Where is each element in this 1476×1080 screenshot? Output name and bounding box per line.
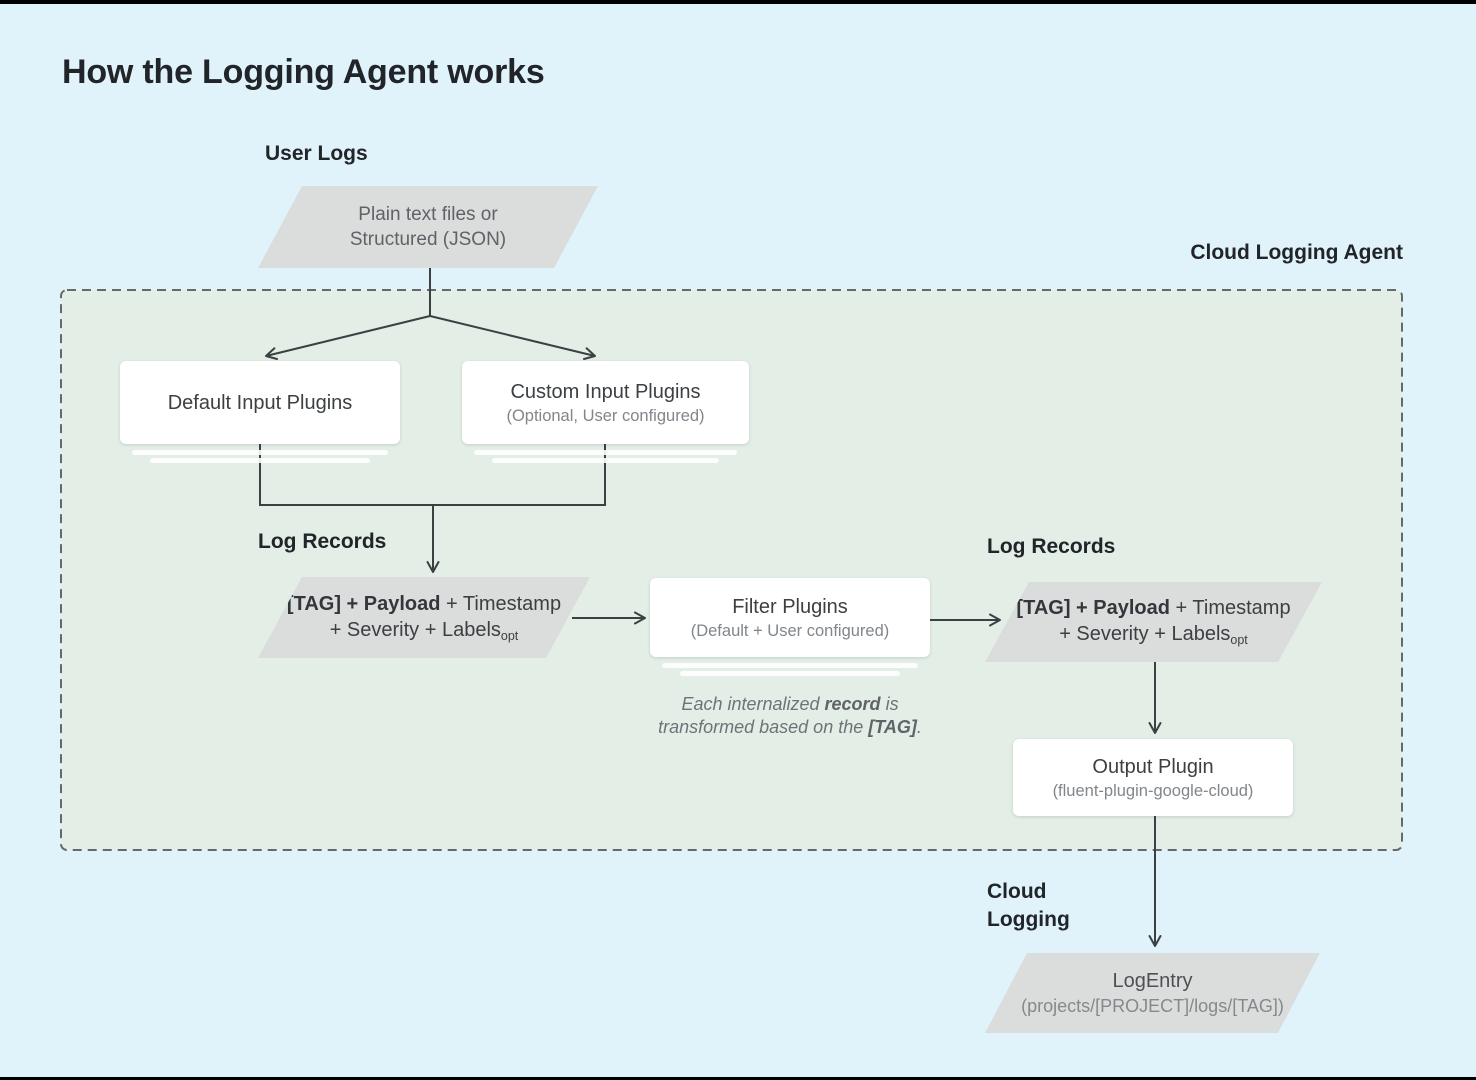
default-input-plugins-card: Default Input Plugins <box>120 361 400 444</box>
page-title: How the Logging Agent works <box>62 53 545 91</box>
cloud-logging-agent-label: Cloud Logging Agent <box>1190 241 1403 264</box>
custom-input-plugins-subtitle: (Optional, User configured) <box>506 406 705 425</box>
log-record-right-line2: + Severity + Labels <box>1059 623 1231 645</box>
bottom-border-bar <box>0 1077 1476 1080</box>
output-plugin-subtitle: (fluent-plugin-google-cloud) <box>1052 781 1254 800</box>
log-record-shape-right: [TAG] + Payload + Timestamp + Severity +… <box>985 582 1322 662</box>
custom-input-stack-layer-2 <box>492 458 719 463</box>
log-records-right-label: Log Records <box>987 535 1116 558</box>
log-record-left-subscript: opt <box>500 628 519 643</box>
filter-plugins-title: Filter Plugins <box>732 595 848 618</box>
filter-plugins-card: Filter Plugins (Default + User configure… <box>650 578 930 657</box>
log-entry-subtitle: (projects/[PROJECT]/logs/[TAG]) <box>1021 996 1284 1016</box>
note-pre: Each internalized <box>681 694 825 714</box>
log-record-left-bold: [TAG] + Payload <box>286 592 441 615</box>
note-mid: is transformed based on the <box>658 694 899 737</box>
arrow-to-default-input <box>265 315 431 360</box>
arrow-to-custom-input <box>429 315 596 360</box>
log-record-shape-left: [TAG] + Payload + Timestamp + Severity +… <box>258 577 590 658</box>
cloud-logging-label-line1: Cloud <box>987 880 1047 903</box>
cloud-logging-label-line2: Logging <box>987 908 1070 931</box>
user-logs-shape: Plain text files or Structured (JSON) <box>258 186 598 268</box>
default-input-stack-layer-2 <box>150 458 370 463</box>
log-entry-title: LogEntry <box>1112 970 1193 992</box>
filter-stack-layer-1 <box>662 663 918 668</box>
user-logs-line2: Structured (JSON) <box>349 229 507 250</box>
log-record-left-tail: + Timestamp <box>440 592 562 615</box>
cloud-logging-label: Cloud Logging <box>987 878 1070 934</box>
note-post: . <box>916 717 922 737</box>
note-tag-bold: [TAG] <box>868 717 917 737</box>
log-records-left-label: Log Records <box>258 530 387 553</box>
log-record-right-tail: + Timestamp <box>1169 597 1291 619</box>
custom-input-stack-layer-1 <box>474 450 737 455</box>
log-record-right-bold: [TAG] + Payload <box>1016 597 1170 619</box>
top-border-bar <box>0 0 1476 4</box>
custom-input-plugins-card: Custom Input Plugins (Optional, User con… <box>462 361 749 444</box>
default-input-stack-layer-1 <box>132 450 388 455</box>
filter-plugins-subtitle: (Default + User configured) <box>690 621 890 640</box>
log-record-right-subscript: opt <box>1230 633 1248 647</box>
custom-input-plugins-title: Custom Input Plugins <box>510 380 701 403</box>
log-record-left-line2: + Severity + Labels <box>329 618 501 641</box>
user-logs-line1: Plain text files or <box>358 204 498 225</box>
log-entry-shape: LogEntry (projects/[PROJECT]/logs/[TAG]) <box>985 953 1320 1033</box>
default-input-plugins-title: Default Input Plugins <box>167 391 353 414</box>
output-plugin-title: Output Plugin <box>1092 755 1214 778</box>
filter-stack-layer-2 <box>680 671 900 676</box>
filter-note: Each internalized record is transformed … <box>640 693 940 739</box>
user-logs-label: User Logs <box>265 142 368 165</box>
output-plugin-card: Output Plugin (fluent-plugin-google-clou… <box>1013 739 1293 816</box>
note-record-bold: record <box>824 694 881 714</box>
